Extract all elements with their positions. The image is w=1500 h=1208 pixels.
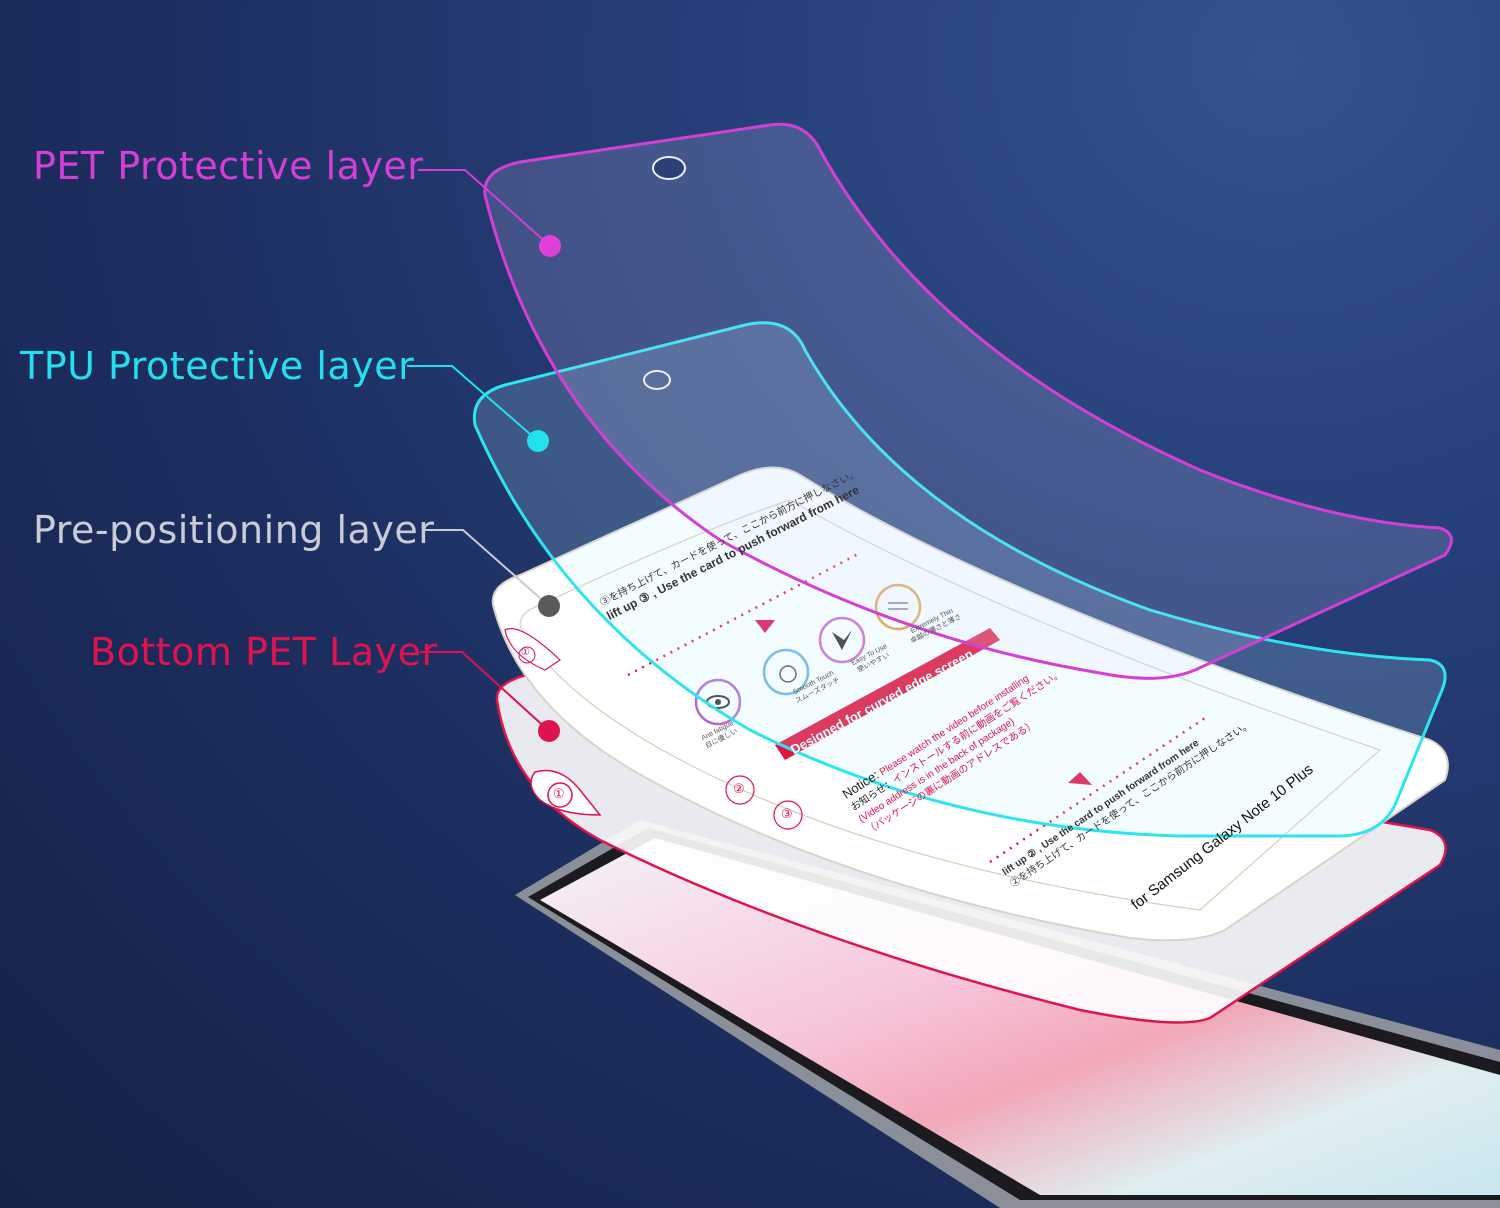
tab-number: ① — [553, 786, 565, 801]
tab-2-marker — [725, 775, 755, 805]
bottom-marker-dot — [538, 720, 560, 742]
pre-positioning-layer — [491, 466, 1449, 942]
tab-3-marker — [773, 800, 803, 830]
tab-1-marker — [547, 782, 573, 808]
pet-protective-layer — [483, 122, 1453, 680]
tpu-protective-layer — [472, 321, 1447, 838]
label-pet-protective-layer: PET Protective layer — [33, 144, 424, 188]
checkmark-icon — [818, 616, 866, 664]
camera-hole-icon — [643, 370, 671, 390]
leader-lines — [407, 169, 561, 742]
banner — [775, 628, 1000, 760]
label-bottom-pet-layer: Bottom PET Layer — [90, 630, 438, 674]
phone — [515, 820, 1500, 1208]
label-pre-positioning-layer: Pre-positioning layer — [33, 508, 435, 552]
pet-marker-dot — [539, 235, 561, 257]
arrow-down-icon — [755, 620, 775, 633]
arrow-up-icon — [1068, 772, 1092, 785]
tab-number: ① — [521, 647, 530, 658]
label-tpu-protective-layer: TPU Protective layer — [20, 344, 415, 388]
tpu-marker-dot — [527, 430, 549, 452]
tab-number: ② — [733, 781, 745, 796]
fingerprint-icon — [762, 648, 810, 696]
prepos-marker-dot — [538, 595, 560, 617]
camera-hole-icon — [652, 156, 686, 180]
tab-number: ③ — [781, 806, 793, 821]
